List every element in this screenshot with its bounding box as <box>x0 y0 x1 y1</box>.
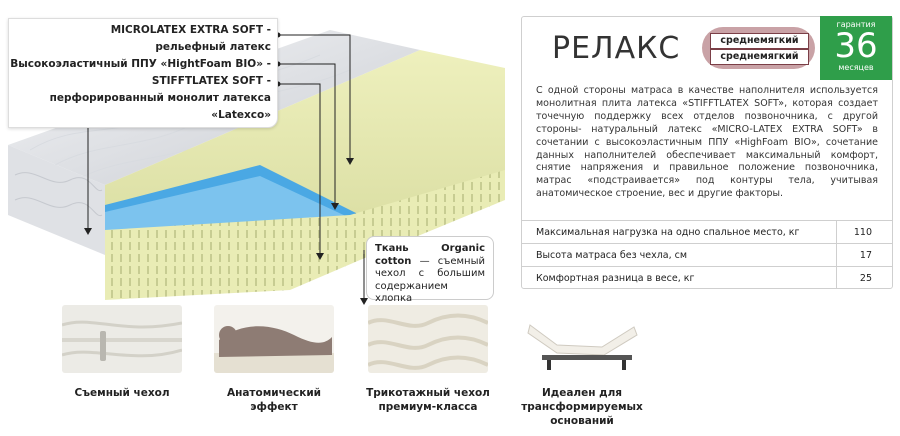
product-info-card: РЕЛАКС среднемягкий среднемягкий гаранти… <box>521 16 893 289</box>
spec-label: Комфортная разница в весе, кг <box>536 273 695 284</box>
product-title: РЕЛАКС <box>552 31 681 66</box>
feature-caption: Идеален для трансформируемых оснований <box>521 387 643 427</box>
fabric-title: Ткань Organic cotton <box>375 243 485 267</box>
guarantee-value: 36 <box>834 26 878 66</box>
guarantee-badge: гарантия 36 месяцев <box>820 16 892 80</box>
feature-caption: Трикотажный чехол премиум-класса <box>366 387 490 413</box>
mattress-side-quilt <box>8 145 105 255</box>
layer-label-ppu: Высокоэластичный ППУ «HightFoam BIO» - <box>10 58 271 70</box>
spec-row: Комфортная разница в весе, кг 25 <box>522 267 892 289</box>
feature-caption: Съемный чехол <box>74 387 170 399</box>
product-description: С одной стороны матраса в качестве напол… <box>536 85 878 200</box>
spec-value: 110 <box>853 227 872 238</box>
guarantee-unit: месяцев <box>838 63 874 72</box>
specs-table: Максимальная нагрузка на одно спальное м… <box>522 220 892 289</box>
knit-fabric-icon <box>368 305 488 373</box>
feature-caption: Анатомический эффект <box>226 387 322 413</box>
firmness-label: среднемягкий <box>710 49 809 65</box>
mattress-illustration <box>8 30 505 305</box>
perforated-latex-block <box>105 170 505 300</box>
firmness-badge: среднемягкий среднемягкий <box>702 27 815 69</box>
layer-label-latexco: «Latexco» <box>211 109 271 121</box>
spec-label: Высота матраса без чехла, см <box>536 250 688 261</box>
spec-row: Максимальная нагрузка на одно спальное м… <box>522 221 892 244</box>
spec-value: 25 <box>859 273 872 284</box>
layer-label-microlatex-desc: рельефный латекс <box>155 41 271 53</box>
spec-label: Максимальная нагрузка на одно спальное м… <box>536 227 800 238</box>
layer-label-stifflatex-desc: перфорированный монолит латекса <box>49 92 271 104</box>
fabric-note: Ткань Organic cotton — съемный чехол с б… <box>366 236 494 304</box>
fabric-text: — съемный чехол с большим содержанием хл… <box>375 255 485 305</box>
spec-value: 17 <box>859 250 872 261</box>
layers-label-box: MICROLATEX EXTRA SOFT - рельефный латекс… <box>8 18 278 128</box>
layer-label-microlatex: MICROLATEX EXTRA SOFT - <box>110 24 271 36</box>
zipper-cover-icon <box>62 305 182 373</box>
adjustable-base-icon <box>522 305 642 373</box>
guarantee-label: гарантия <box>836 20 876 29</box>
layer-label-stifflatex: STIFFTLATEX SOFT - <box>151 75 271 87</box>
anatomic-body-icon <box>214 305 334 373</box>
spec-row: Высота матраса без чехла, см 17 <box>522 244 892 267</box>
firmness-label: среднемягкий <box>710 33 809 49</box>
